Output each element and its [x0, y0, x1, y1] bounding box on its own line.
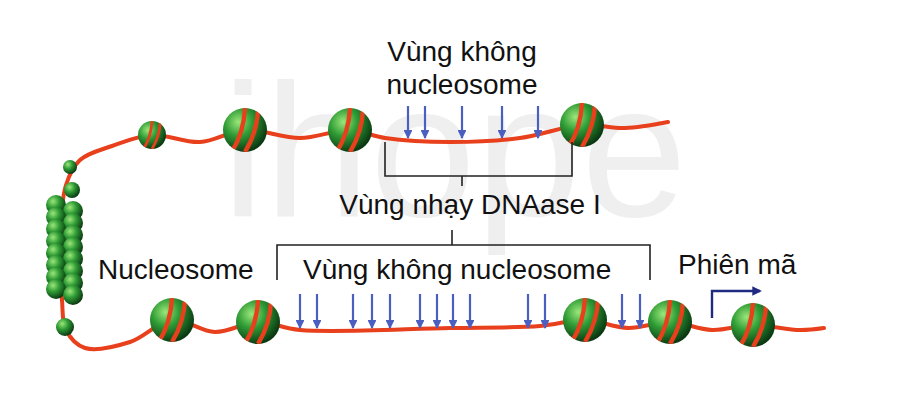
- wrapped-dna: [740, 303, 753, 347]
- histone-core: [236, 300, 280, 344]
- histone-core: [731, 303, 775, 347]
- wrapped-dna: [670, 300, 683, 344]
- wrapped-dna: [753, 303, 766, 347]
- region-label: Vùng nhạy DNAase I: [310, 188, 630, 222]
- histone-core: [223, 108, 267, 152]
- region-label: Vùng không nucleosome: [303, 253, 643, 287]
- nucleosome: [648, 300, 692, 344]
- histone-core: [328, 108, 372, 152]
- cut-arrow: [452, 294, 454, 328]
- nucleosome-bead: [46, 279, 66, 299]
- cut-arrow: [316, 294, 318, 328]
- nucleosome-bead: [56, 318, 74, 336]
- histone-core: [563, 298, 607, 342]
- cut-arrow: [371, 294, 373, 328]
- region-label: Vùng không nucleosome: [372, 35, 552, 101]
- wrapped-dna: [258, 300, 271, 344]
- nucleosome-bead: [63, 160, 77, 174]
- nucleosome-bead: [64, 182, 80, 198]
- wrapped-dna: [245, 300, 258, 344]
- cut-arrow: [424, 106, 426, 138]
- condensed-chromatin: [46, 160, 83, 336]
- nucleosome: [138, 121, 166, 149]
- cut-arrow: [389, 294, 391, 328]
- cut-arrow: [419, 294, 421, 328]
- transcription-arrow: [712, 291, 760, 318]
- nucleosome: [731, 303, 775, 347]
- nucleosome: [560, 103, 604, 147]
- cut-arrow: [407, 106, 409, 138]
- wrapped-dna: [337, 108, 350, 152]
- wrapped-dna: [572, 298, 585, 342]
- cut-arrow: [621, 294, 623, 328]
- part-label: Nucleosome: [98, 253, 278, 287]
- nucleosome: [563, 298, 607, 342]
- cut-arrow: [469, 294, 471, 328]
- wrapped-dna: [582, 103, 595, 147]
- nucleosome: [150, 298, 194, 342]
- cut-arrow: [299, 294, 301, 328]
- wrapped-dna: [172, 298, 185, 342]
- wrapped-dna: [152, 121, 160, 149]
- wrapped-dna: [232, 108, 245, 152]
- wrapped-dna: [245, 108, 258, 152]
- histone-core: [150, 298, 194, 342]
- wrapped-dna: [350, 108, 363, 152]
- wrapped-dna: [585, 298, 598, 342]
- process-label: Phiên mã: [678, 248, 818, 282]
- cut-arrow: [436, 294, 438, 328]
- cut-arrow: [544, 294, 546, 328]
- nucleosome: [223, 108, 267, 152]
- wrapped-dna: [657, 300, 670, 344]
- wrapped-dna: [159, 298, 172, 342]
- cut-arrow: [527, 294, 529, 328]
- wrapped-dna: [569, 103, 582, 147]
- histone-core: [560, 103, 604, 147]
- cut-arrow: [501, 106, 503, 138]
- nucleosome: [328, 108, 372, 152]
- cut-arrow: [461, 106, 463, 138]
- histone-core: [138, 121, 166, 149]
- histone-core: [648, 300, 692, 344]
- wrapped-dna: [144, 121, 152, 149]
- nucleosome: [236, 300, 280, 344]
- cut-arrow: [352, 294, 354, 328]
- nucleosome-bead: [63, 285, 83, 305]
- cut-arrow: [537, 106, 539, 138]
- cut-arrow: [639, 294, 641, 328]
